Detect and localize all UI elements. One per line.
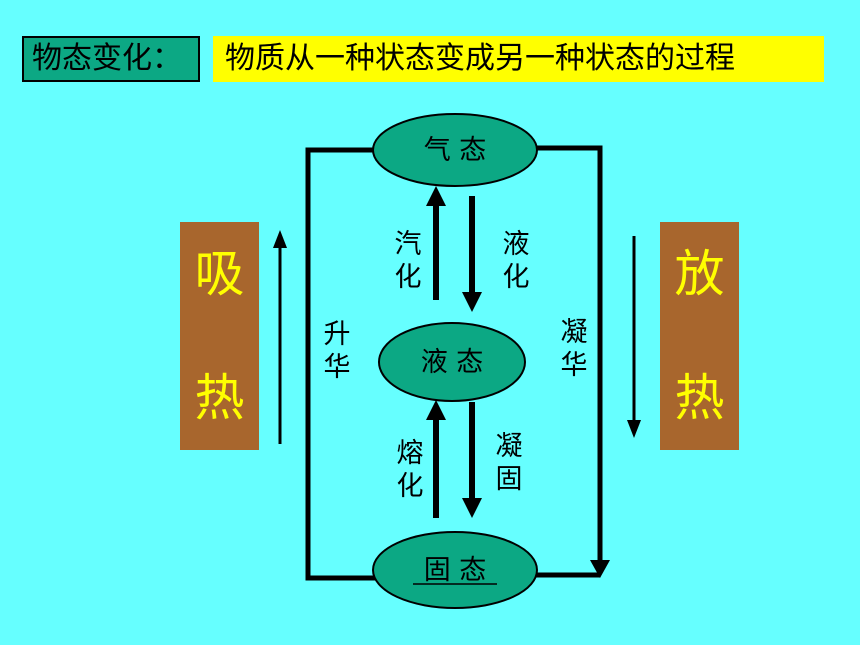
- gas-state-node: [372, 113, 538, 187]
- liquid-state-node: [378, 322, 526, 402]
- sublimation-char-1: 升: [324, 319, 351, 350]
- deposition-path: [536, 145, 603, 572]
- term-label: 物态变化：: [22, 36, 200, 82]
- liquid-state-label: 液 态: [421, 347, 484, 378]
- gas-state-label: 气 态: [424, 135, 487, 166]
- absorb-heat-char-2: 热: [194, 369, 245, 427]
- release-heat-char-1: 放: [674, 245, 725, 303]
- release-heat-arrowhead: [627, 420, 641, 438]
- definition-text: 物质从一种状态变成另一种状态的过程: [213, 36, 824, 82]
- vaporization-arrowhead: [426, 186, 446, 206]
- deposition-char-2: 华: [561, 350, 588, 381]
- melting-char-1: 熔: [397, 438, 424, 469]
- melting-char-2: 化: [397, 471, 424, 502]
- liquefaction-arrowhead: [462, 292, 482, 312]
- solidification-char-2: 固: [496, 464, 523, 495]
- vaporization-char-2: 化: [395, 262, 422, 293]
- liquefaction-char-2: 化: [503, 262, 530, 293]
- liquefaction-char-1: 液: [503, 229, 530, 260]
- release-heat-char-2: 热: [674, 369, 725, 427]
- absorb-heat-box: 吸 热: [180, 222, 259, 450]
- deposition-arrowhead: [590, 560, 610, 578]
- sublimation-char-2: 华: [324, 352, 351, 383]
- release-heat-box: 放 热: [660, 222, 739, 450]
- solid-state-node: [372, 531, 538, 609]
- solidification-arrowhead: [462, 498, 482, 518]
- sublimation-path: [305, 147, 376, 581]
- solid-state-label: 固 态: [424, 555, 487, 586]
- deposition-char-1: 凝: [561, 317, 588, 348]
- solidification-char-1: 凝: [496, 431, 523, 462]
- absorb-heat-arrowhead: [273, 230, 287, 248]
- melting-arrowhead: [426, 400, 446, 420]
- absorb-heat-char-1: 吸: [194, 245, 245, 303]
- vaporization-char-1: 汽: [395, 229, 422, 260]
